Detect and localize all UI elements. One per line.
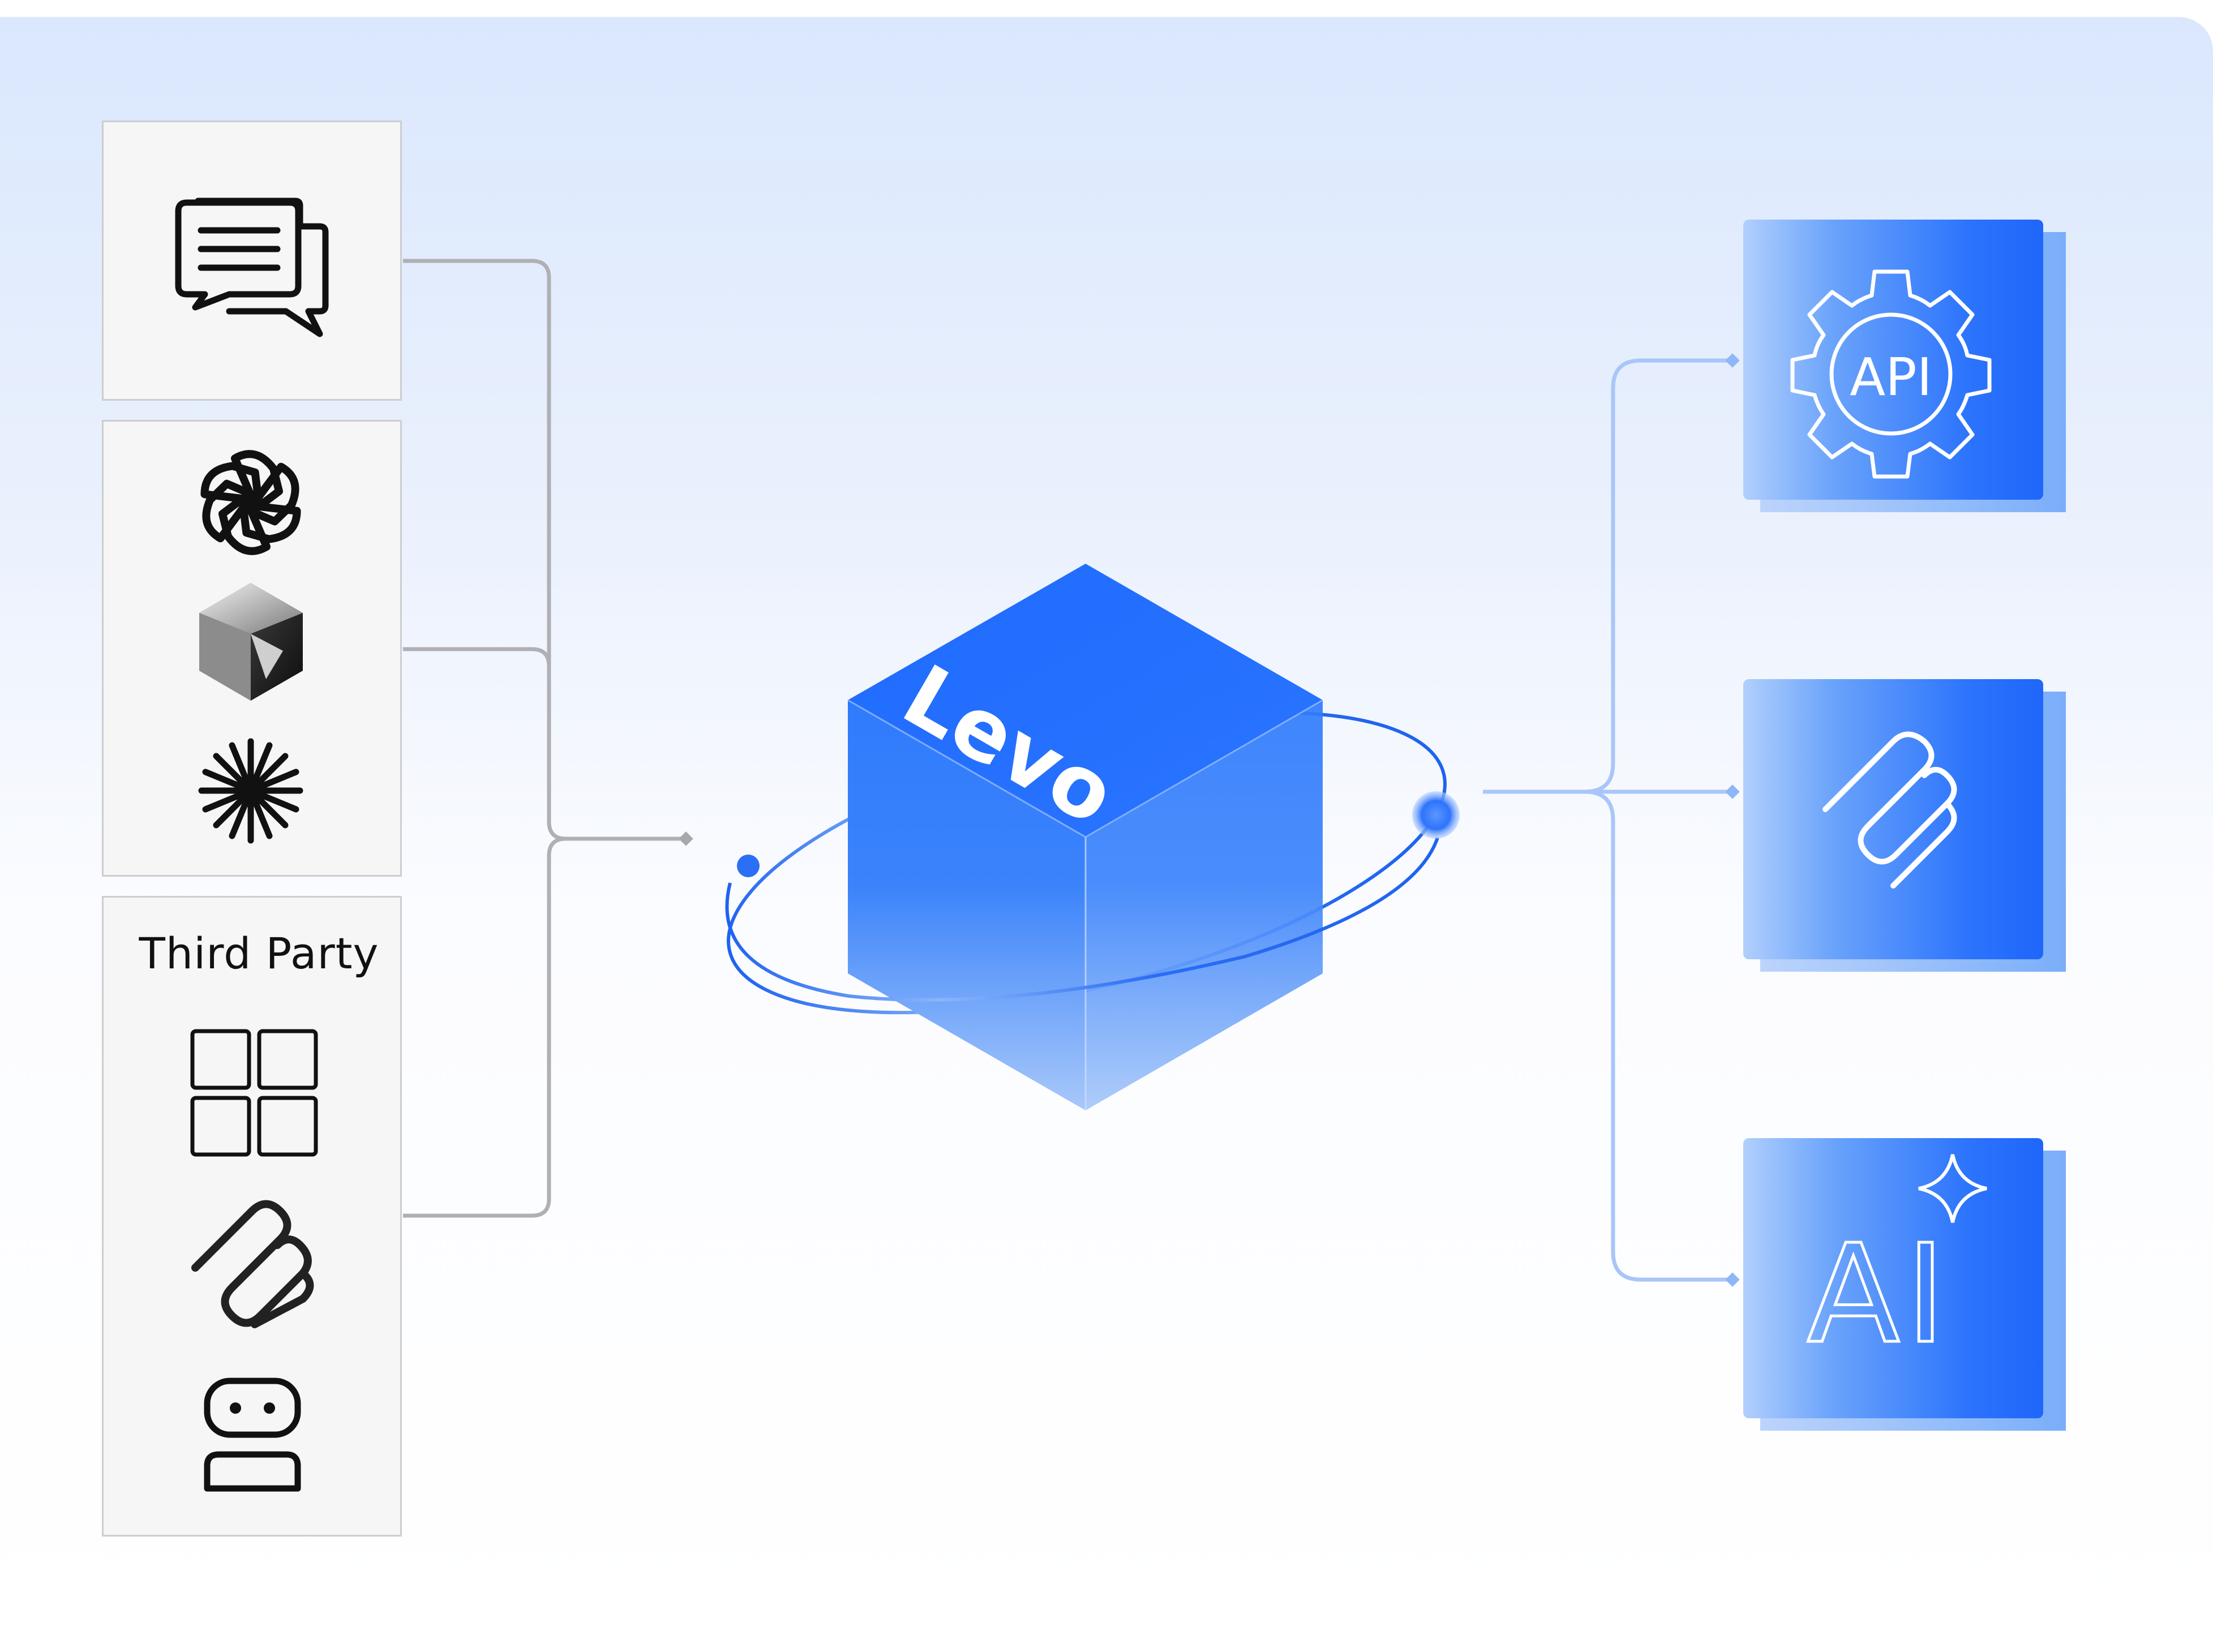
ai-sparkle-icon	[1918, 1154, 1987, 1223]
openai-logo-icon	[200, 450, 301, 555]
ai-tile	[1743, 1138, 2043, 1418]
robot-face-icon	[204, 1378, 301, 1492]
robot-eye-right-icon	[264, 1402, 275, 1414]
third-party-label: Third Party	[139, 928, 379, 979]
api-arrow-head	[1725, 353, 1740, 368]
target-connectors	[1483, 358, 1736, 1282]
api-gear-icon	[1790, 269, 1992, 479]
orbit-node-right	[1412, 791, 1460, 839]
mcp-squiggle-icon	[1822, 731, 1957, 889]
levo-cube	[847, 564, 1323, 1110]
gemstone-logo-icon	[199, 583, 303, 701]
ai-arrow-head	[1725, 1272, 1740, 1287]
ai-label: AI	[1807, 1215, 1952, 1374]
orbit-node-left	[737, 855, 760, 877]
robot-eye-left-icon	[230, 1402, 241, 1414]
chat-bubbles-icon	[175, 198, 329, 337]
mcp-squiggle-icon	[191, 1200, 314, 1328]
source-connectors	[403, 259, 685, 1218]
api-label: API	[1850, 347, 1932, 407]
starburst-logo-icon	[198, 738, 303, 844]
mcp-tile	[1743, 679, 2043, 959]
chat-source-box	[102, 121, 402, 401]
mcp-arrow-head	[1725, 784, 1740, 799]
source-arrow-head	[679, 831, 693, 846]
orbit-ring-front	[725, 837, 1439, 1002]
app-grid-icon	[190, 1029, 318, 1157]
